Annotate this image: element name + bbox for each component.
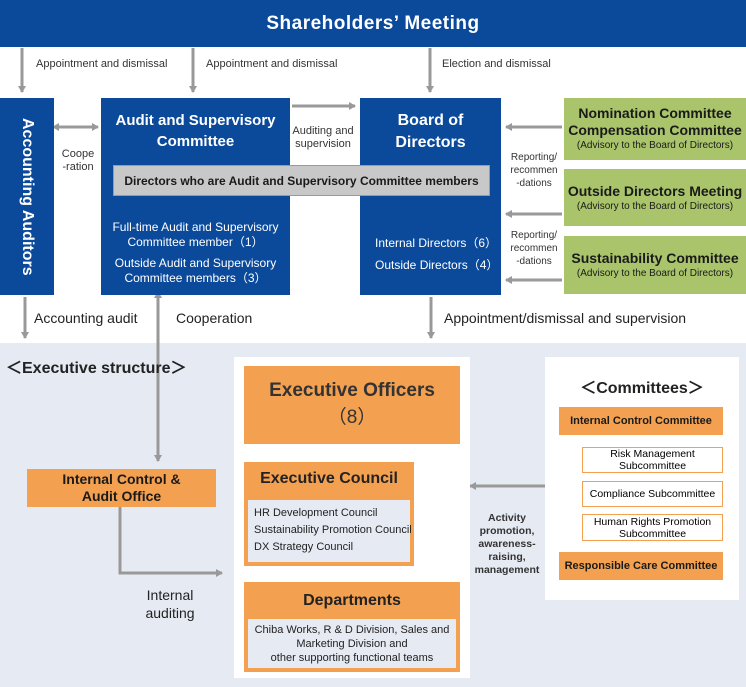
outside-directors-meeting-title: Outside Directors Meeting <box>567 182 743 199</box>
responsible-care-committee-box: Responsible Care Committee <box>559 552 723 580</box>
risk-management-label: Risk Management Subcommittee <box>610 448 695 472</box>
risk-management-subcommittee: Risk Management Subcommittee <box>582 447 723 473</box>
label-reporting-2: Reporting/ recommen -dations <box>510 230 558 267</box>
label-auditing-supervision: Auditing and supervision <box>292 125 354 150</box>
label-cooperation-short: Coope -ration <box>61 148 95 173</box>
directors-banner: Directors who are Audit and Supervisory … <box>113 165 490 196</box>
internal-control-office-box: Internal Control & Audit Office <box>27 469 216 507</box>
label-activity-promotion: Activity promotion, awareness- raising, … <box>474 512 540 576</box>
accounting-auditors-box: Accounting Auditors <box>0 98 54 295</box>
compliance-subcommittee: Compliance Subcommittee <box>582 481 723 507</box>
label-cooperation: Cooperation <box>176 310 253 326</box>
compliance-label: Compliance Subcommittee <box>589 488 716 500</box>
audit-outside-members: Outside Audit and Supervisory Committee … <box>114 256 277 285</box>
executive-officers-box: Executive Officers （8） <box>244 366 460 444</box>
board-of-directors-box: Board of Directors Internal Directors（6）… <box>360 98 501 295</box>
arrow-internal-auditing <box>118 507 223 577</box>
nomination-advisory-note: (Advisory to the Board of Directors) <box>576 140 734 151</box>
sustainability-advisory-note: (Advisory to the Board of Directors) <box>576 268 734 279</box>
internal-control-office-title: Internal Control & Audit Office <box>62 471 181 504</box>
label-internal-auditing: Internal auditing <box>145 587 195 621</box>
label-accounting-audit: Accounting audit <box>34 310 138 326</box>
label-appointment-supervision: Appointment/dismissal and supervision <box>444 310 687 326</box>
board-internal-directors: Internal Directors（6） <box>375 236 498 250</box>
human-rights-label: Human Rights Promotion Subcommittee <box>593 515 712 540</box>
audit-committee-box: Audit and Supervisory Committee Full-tim… <box>101 98 290 295</box>
human-rights-subcommittee: Human Rights Promotion Subcommittee <box>582 514 723 541</box>
council-item-sustainability: Sustainability Promotion Council <box>254 524 412 536</box>
accounting-auditors-title: Accounting Auditors <box>19 117 36 276</box>
executive-structure-title: ＜Executive structure＞ <box>6 360 187 377</box>
executive-officers-title: Executive Officers <box>269 380 435 401</box>
board-outside-directors: Outside Directors（4） <box>375 258 499 272</box>
label-appointment-2: Appointment and dismissal <box>206 58 338 70</box>
departments-title: Departments <box>303 592 401 609</box>
executive-council-list: HR Development Council Sustainability Pr… <box>248 500 412 562</box>
executive-council-title: Executive Council <box>260 470 398 487</box>
departments-box: Departments Chiba Works, R & D Division,… <box>244 582 460 672</box>
nomination-committee-title: Nomination Committee <box>578 105 732 121</box>
audit-fulltime-members: Full-time Audit and Supervisory Committe… <box>112 220 279 249</box>
label-appointment-1: Appointment and dismissal <box>36 58 168 70</box>
directors-banner-text: Directors who are Audit and Supervisory … <box>124 173 479 188</box>
internal-control-committee-title: Internal Control Committee <box>570 415 712 427</box>
compensation-committee-title: Compensation Committee <box>568 122 742 138</box>
departments-description: Chiba Works, R & D Division, Sales and M… <box>248 619 456 668</box>
executive-officers-count: （8） <box>327 407 377 428</box>
audit-committee-title: Audit and Supervisory Committee <box>115 112 276 150</box>
shareholders-meeting-box: Shareholders’ Meeting <box>0 0 746 47</box>
responsible-care-committee-title: Responsible Care Committee <box>564 560 718 572</box>
sustainability-committee-title: Sustainability Committee <box>571 250 739 266</box>
outside-directors-meeting-box: Outside Directors Meeting (Advisory to t… <box>564 169 746 226</box>
internal-control-committee-box: Internal Control Committee <box>559 407 723 435</box>
board-title: Board of Directors <box>395 112 466 151</box>
sustainability-committee-box: Sustainability Committee (Advisory to th… <box>564 236 746 294</box>
nomination-compensation-box: Nomination Committee Compensation Commit… <box>564 98 746 160</box>
label-reporting-1: Reporting/ recommen -dations <box>510 152 558 189</box>
outside-meeting-advisory-note: (Advisory to the Board of Directors) <box>576 200 734 212</box>
council-item-hr: HR Development Council <box>254 507 378 519</box>
committees-title: ＜Committees＞ <box>580 380 704 397</box>
executive-council-box: Executive Council HR Development Council… <box>244 462 414 566</box>
label-election: Election and dismissal <box>442 58 551 70</box>
shareholders-meeting-title: Shareholders’ Meeting <box>266 12 480 34</box>
council-item-dx: DX Strategy Council <box>254 541 354 553</box>
